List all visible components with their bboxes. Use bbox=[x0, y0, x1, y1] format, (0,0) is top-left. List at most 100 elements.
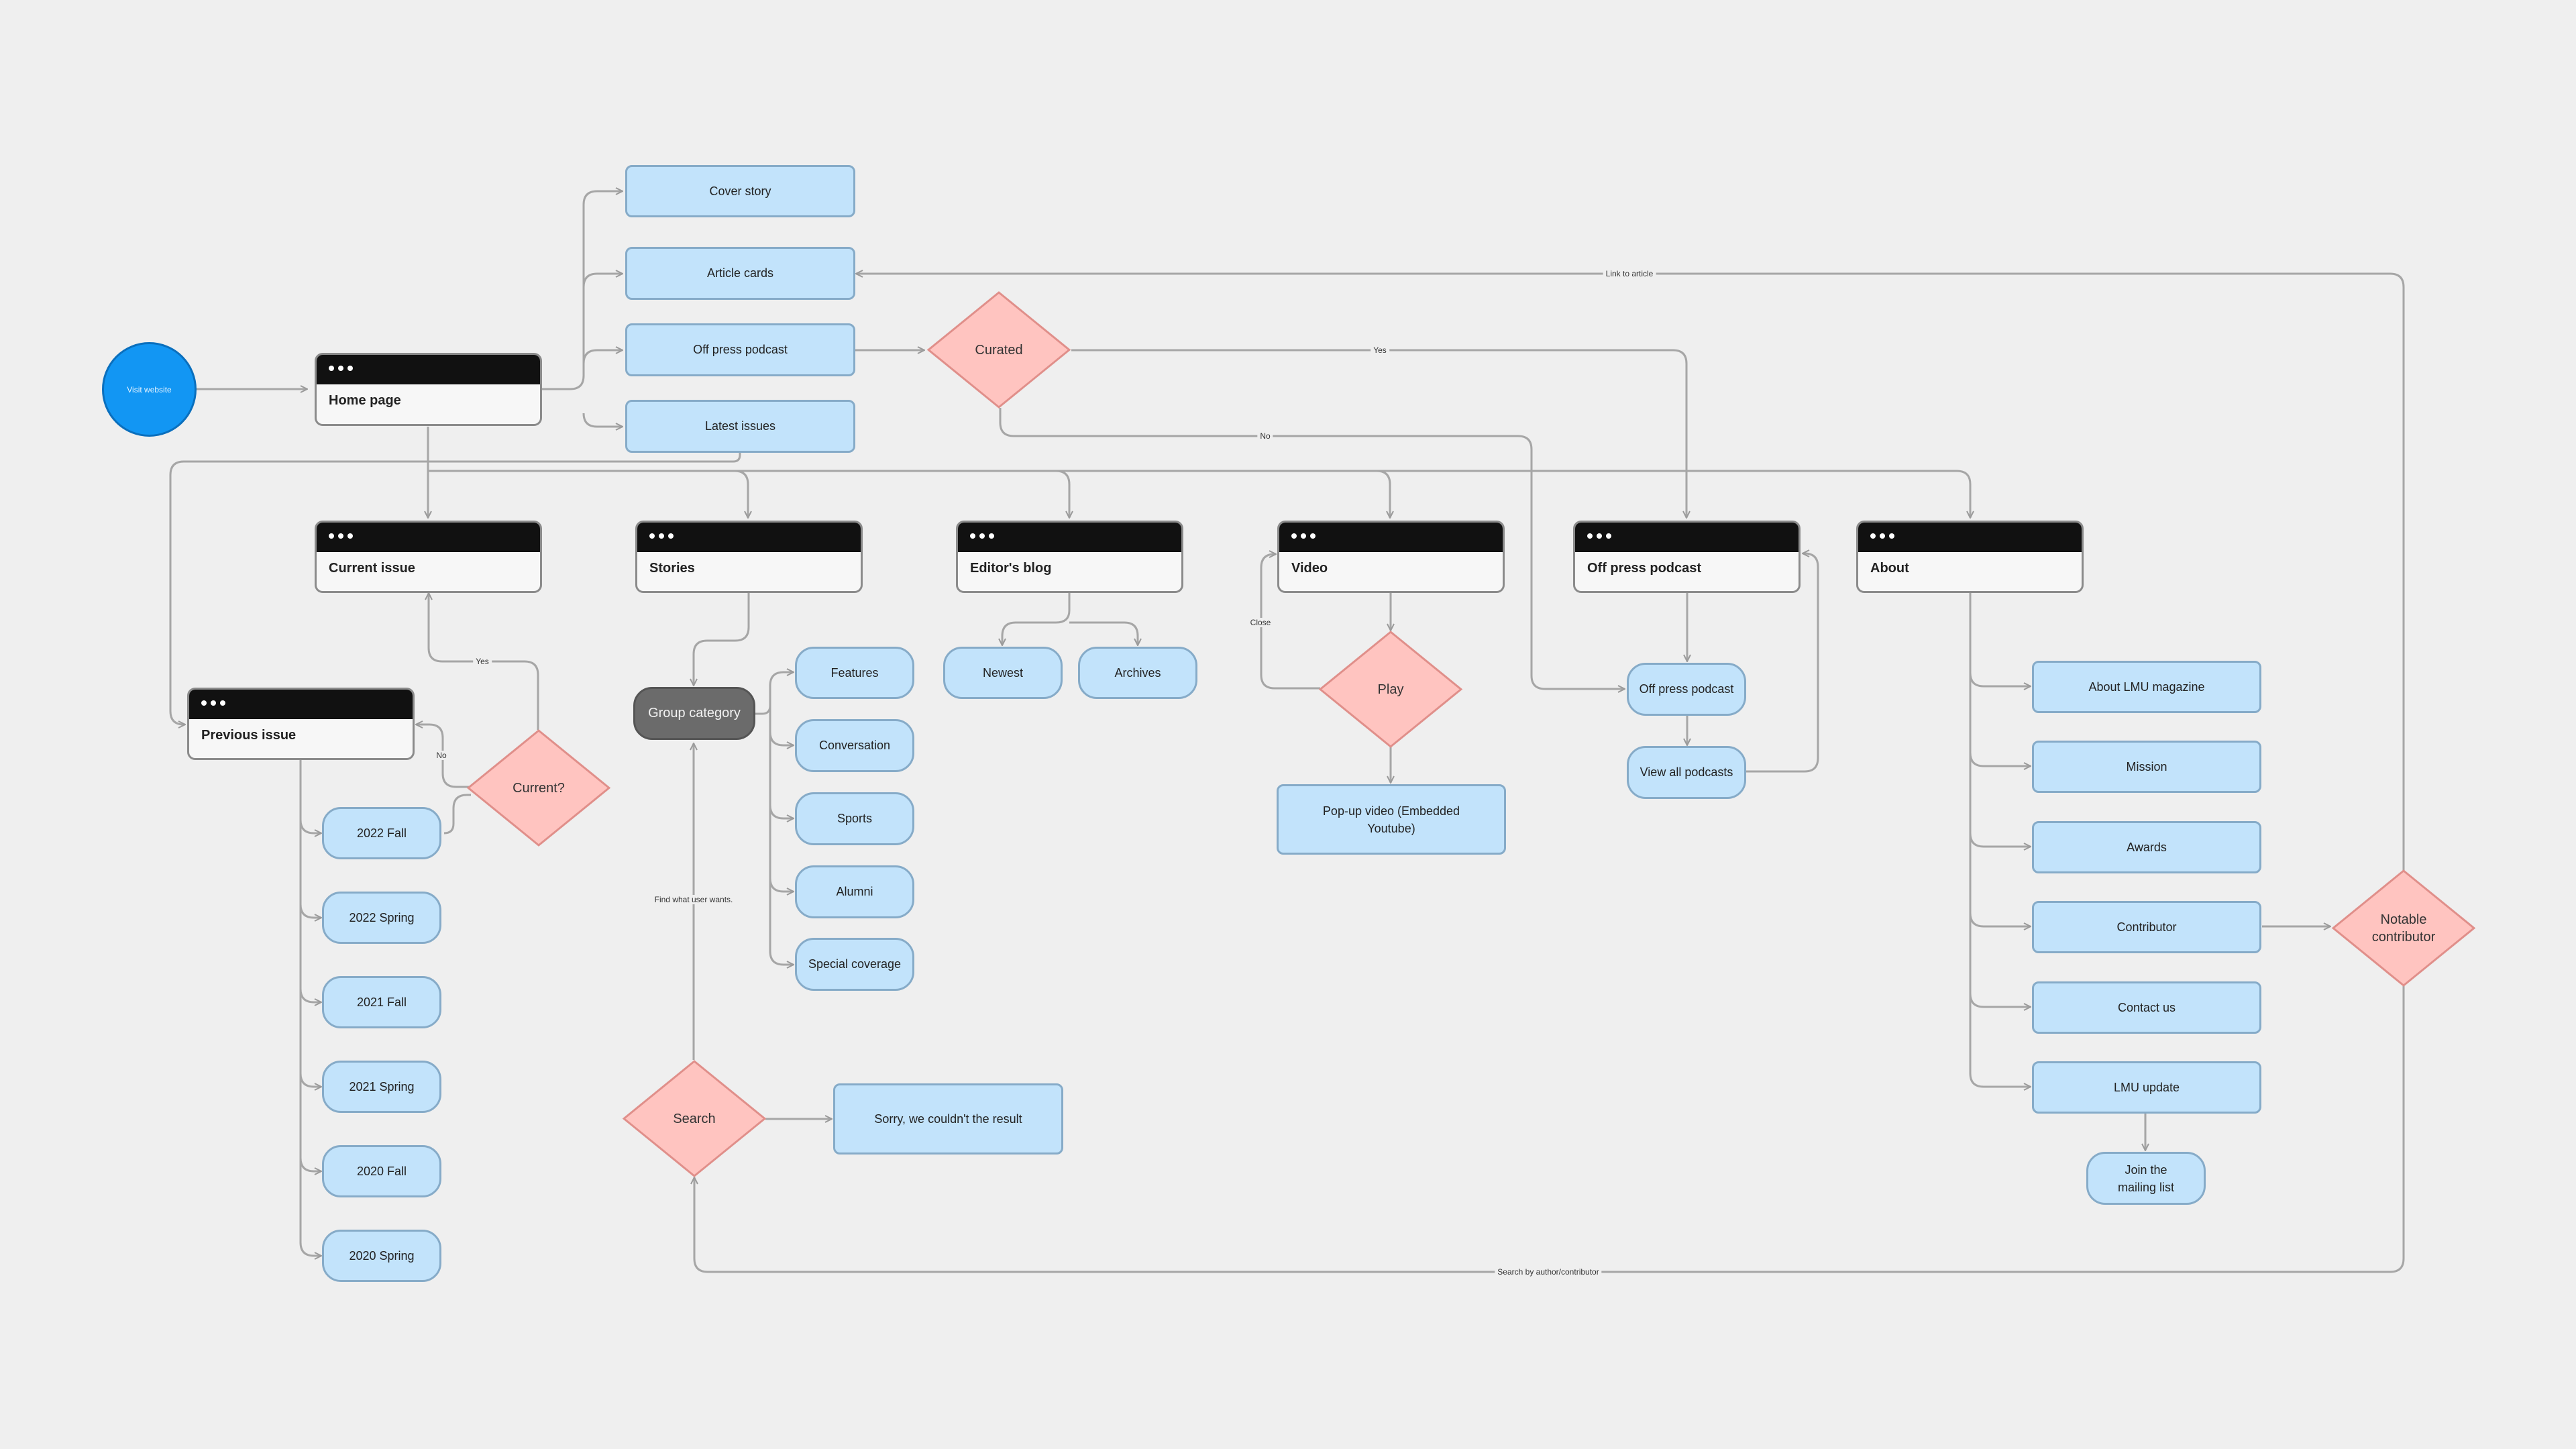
section-off-press-podcast: Off press podcast bbox=[625, 323, 855, 376]
window-dots-icon bbox=[329, 366, 353, 371]
page-title: Home page bbox=[329, 393, 401, 408]
window-dots-icon bbox=[329, 533, 353, 539]
about-mission: Mission bbox=[2032, 741, 2261, 793]
about-contact-us: Contact us bbox=[2032, 981, 2261, 1034]
category-conversation: Conversation bbox=[795, 719, 914, 772]
page-off-press-podcast: Off press podcast bbox=[1573, 521, 1801, 593]
edge-issue-1 bbox=[299, 819, 321, 833]
decision-notable-contributor: Notable contributor bbox=[2332, 869, 2475, 987]
edge-issue-3 bbox=[299, 988, 321, 1002]
page-previous-issue: Previous issue bbox=[187, 688, 415, 760]
edge-about-3 bbox=[1969, 833, 2031, 847]
page-title: Off press podcast bbox=[1587, 561, 1702, 576]
window-header bbox=[189, 690, 413, 719]
edge-issue-4 bbox=[299, 1073, 321, 1087]
window-dots-icon bbox=[1870, 533, 1894, 539]
about-lmu-magazine: About LMU magazine bbox=[2032, 661, 2261, 713]
edge-label-yes-current: Yes bbox=[473, 657, 492, 666]
edge-blog-items bbox=[1002, 592, 1071, 645]
category-sports: Sports bbox=[795, 792, 914, 845]
window-dots-icon bbox=[1587, 533, 1611, 539]
window-header bbox=[1858, 523, 2082, 552]
edge-label-no-curated: No bbox=[1257, 431, 1273, 441]
edge-label-close: Close bbox=[1247, 618, 1274, 627]
edge-about-4 bbox=[1969, 912, 2031, 926]
group-category-node: Group category bbox=[633, 687, 755, 740]
category-features: Features bbox=[795, 647, 914, 699]
blog-newest: Newest bbox=[943, 647, 1063, 699]
issue-2021-spring: 2021 Spring bbox=[322, 1061, 441, 1113]
page-title: Video bbox=[1291, 561, 1328, 576]
section-article-cards: Article cards bbox=[625, 247, 855, 300]
edge-label-no-current: No bbox=[433, 751, 449, 760]
window-header bbox=[1279, 523, 1503, 552]
edge-curated-no bbox=[999, 408, 1625, 689]
decision-current: Current? bbox=[467, 729, 610, 847]
edge-home-sections bbox=[542, 191, 623, 390]
popup-video-label: Pop-up video (Embedded Youtube) bbox=[1322, 804, 1460, 835]
search-fail-node: Sorry, we couldn't the result bbox=[833, 1083, 1063, 1155]
decision-search: Search bbox=[623, 1060, 766, 1177]
decision-label: Current? bbox=[513, 780, 565, 796]
visit-website-node: Visit website bbox=[102, 342, 197, 437]
about-awards: Awards bbox=[2032, 821, 2261, 873]
edge-stories-group bbox=[694, 592, 750, 686]
edge-issue-2 bbox=[299, 904, 321, 918]
window-header bbox=[317, 523, 540, 552]
issue-2022-spring: 2022 Spring bbox=[322, 892, 441, 944]
window-header bbox=[317, 355, 540, 384]
decision-play: Play bbox=[1319, 631, 1462, 748]
edge-about-2 bbox=[1969, 752, 2031, 766]
window-dots-icon bbox=[201, 700, 225, 706]
page-current-issue: Current issue bbox=[315, 521, 542, 593]
edge-label-find-what-user-wants: Find what user wants. bbox=[651, 895, 736, 904]
page-title: Editor's blog bbox=[970, 561, 1052, 576]
page-title: Current issue bbox=[329, 561, 415, 576]
edge-previous-list bbox=[299, 759, 321, 1256]
window-dots-icon bbox=[970, 533, 994, 539]
blog-archives: Archives bbox=[1078, 647, 1197, 699]
page-editors-blog: Editor's blog bbox=[956, 521, 1183, 593]
edge-nav-stories bbox=[734, 470, 748, 518]
page-about: About bbox=[1856, 521, 2084, 593]
issue-2020-spring: 2020 Spring bbox=[322, 1230, 441, 1282]
page-video: Video bbox=[1277, 521, 1505, 593]
decision-label: Search bbox=[673, 1111, 716, 1126]
edge-label-search-by-author: Search by author/contributor bbox=[1495, 1267, 1602, 1277]
edge-label-yes-curated: Yes bbox=[1371, 345, 1389, 355]
edge-group-categories-2 bbox=[769, 706, 794, 965]
edge-issue-5 bbox=[299, 1157, 321, 1171]
edge-about-list bbox=[1969, 593, 2031, 1087]
edge-home-latest bbox=[582, 413, 623, 427]
window-header bbox=[637, 523, 861, 552]
decision-label: Curated bbox=[975, 342, 1023, 358]
page-title: Previous issue bbox=[201, 728, 297, 743]
decision-label: Play bbox=[1377, 682, 1404, 697]
edge-home-article-cards bbox=[582, 274, 623, 288]
decision-curated: Curated bbox=[927, 291, 1071, 409]
edge-issue-current bbox=[443, 794, 471, 835]
join-mailing-list-node: Join the mailing list bbox=[2086, 1152, 2206, 1205]
edge-viewall-back bbox=[1746, 553, 1819, 773]
page-home: Home page bbox=[315, 353, 542, 426]
section-latest-issues: Latest issues bbox=[625, 400, 855, 453]
edge-latest-previous bbox=[169, 448, 741, 724]
edge-nav-blog bbox=[1055, 470, 1069, 518]
section-cover-story: Cover story bbox=[625, 165, 855, 217]
category-special-coverage: Special coverage bbox=[795, 938, 914, 991]
window-header bbox=[1575, 523, 1799, 552]
page-title: About bbox=[1870, 561, 1909, 576]
edge-about-5 bbox=[1969, 993, 2031, 1007]
issue-2022-fall: 2022 Fall bbox=[322, 807, 441, 859]
issue-2021-fall: 2021 Fall bbox=[322, 976, 441, 1028]
about-contributor: Contributor bbox=[2032, 901, 2261, 953]
edge-curated-yes bbox=[1071, 349, 1686, 518]
edge-nav-video bbox=[1376, 470, 1390, 518]
edge-cat-sports bbox=[769, 804, 794, 818]
about-lmu-update: LMU update bbox=[2032, 1061, 2261, 1114]
edge-nav-bus bbox=[428, 470, 1970, 518]
category-alumni: Alumni bbox=[795, 865, 914, 918]
join-mailing-list-label: Join the mailing list bbox=[2117, 1163, 2175, 1194]
window-dots-icon bbox=[1291, 533, 1316, 539]
